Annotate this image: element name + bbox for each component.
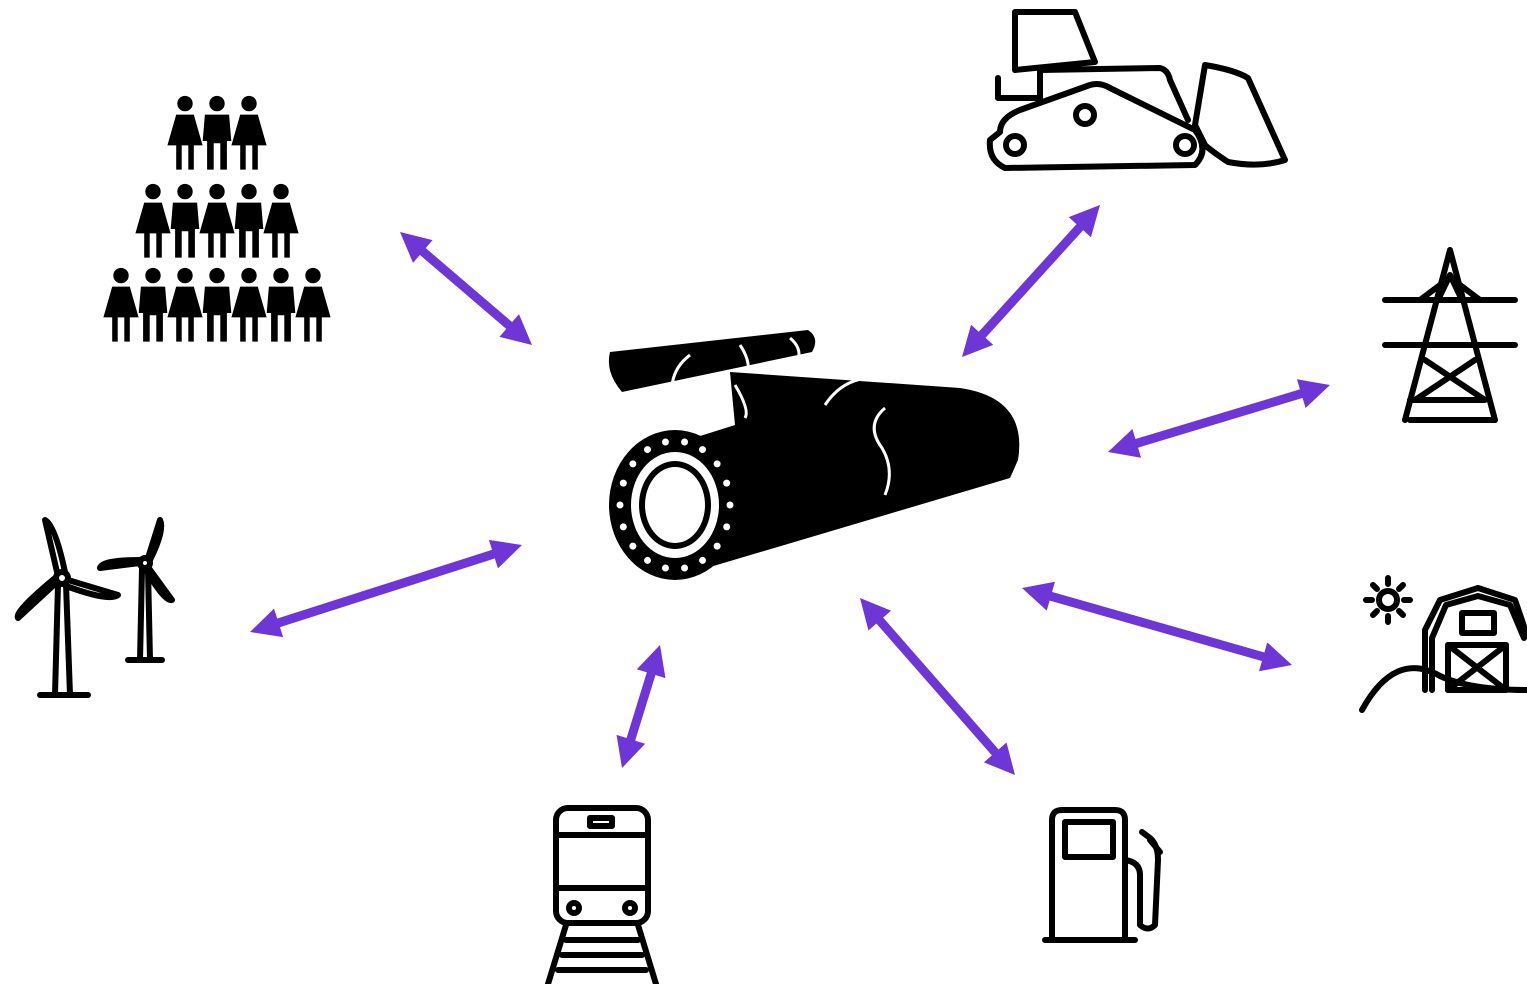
arrow-wind-energy bbox=[250, 540, 522, 637]
people-group-icon bbox=[103, 96, 330, 342]
arrow-rail bbox=[617, 645, 666, 768]
fuel-pump-icon bbox=[1045, 810, 1160, 940]
wind-turbine-icon bbox=[18, 520, 172, 695]
transmission-tower-icon bbox=[1385, 250, 1515, 420]
pipeline-icon bbox=[609, 330, 1019, 580]
arrow-fuel bbox=[860, 598, 1015, 775]
bulldozer-icon bbox=[990, 12, 1285, 168]
train-icon bbox=[548, 808, 656, 984]
arrow-power-grid bbox=[1108, 379, 1330, 457]
arrow-agriculture bbox=[1022, 582, 1292, 671]
arrow-construction bbox=[962, 205, 1100, 357]
arrow-community bbox=[400, 232, 532, 345]
farm-barn-icon bbox=[1362, 578, 1527, 710]
